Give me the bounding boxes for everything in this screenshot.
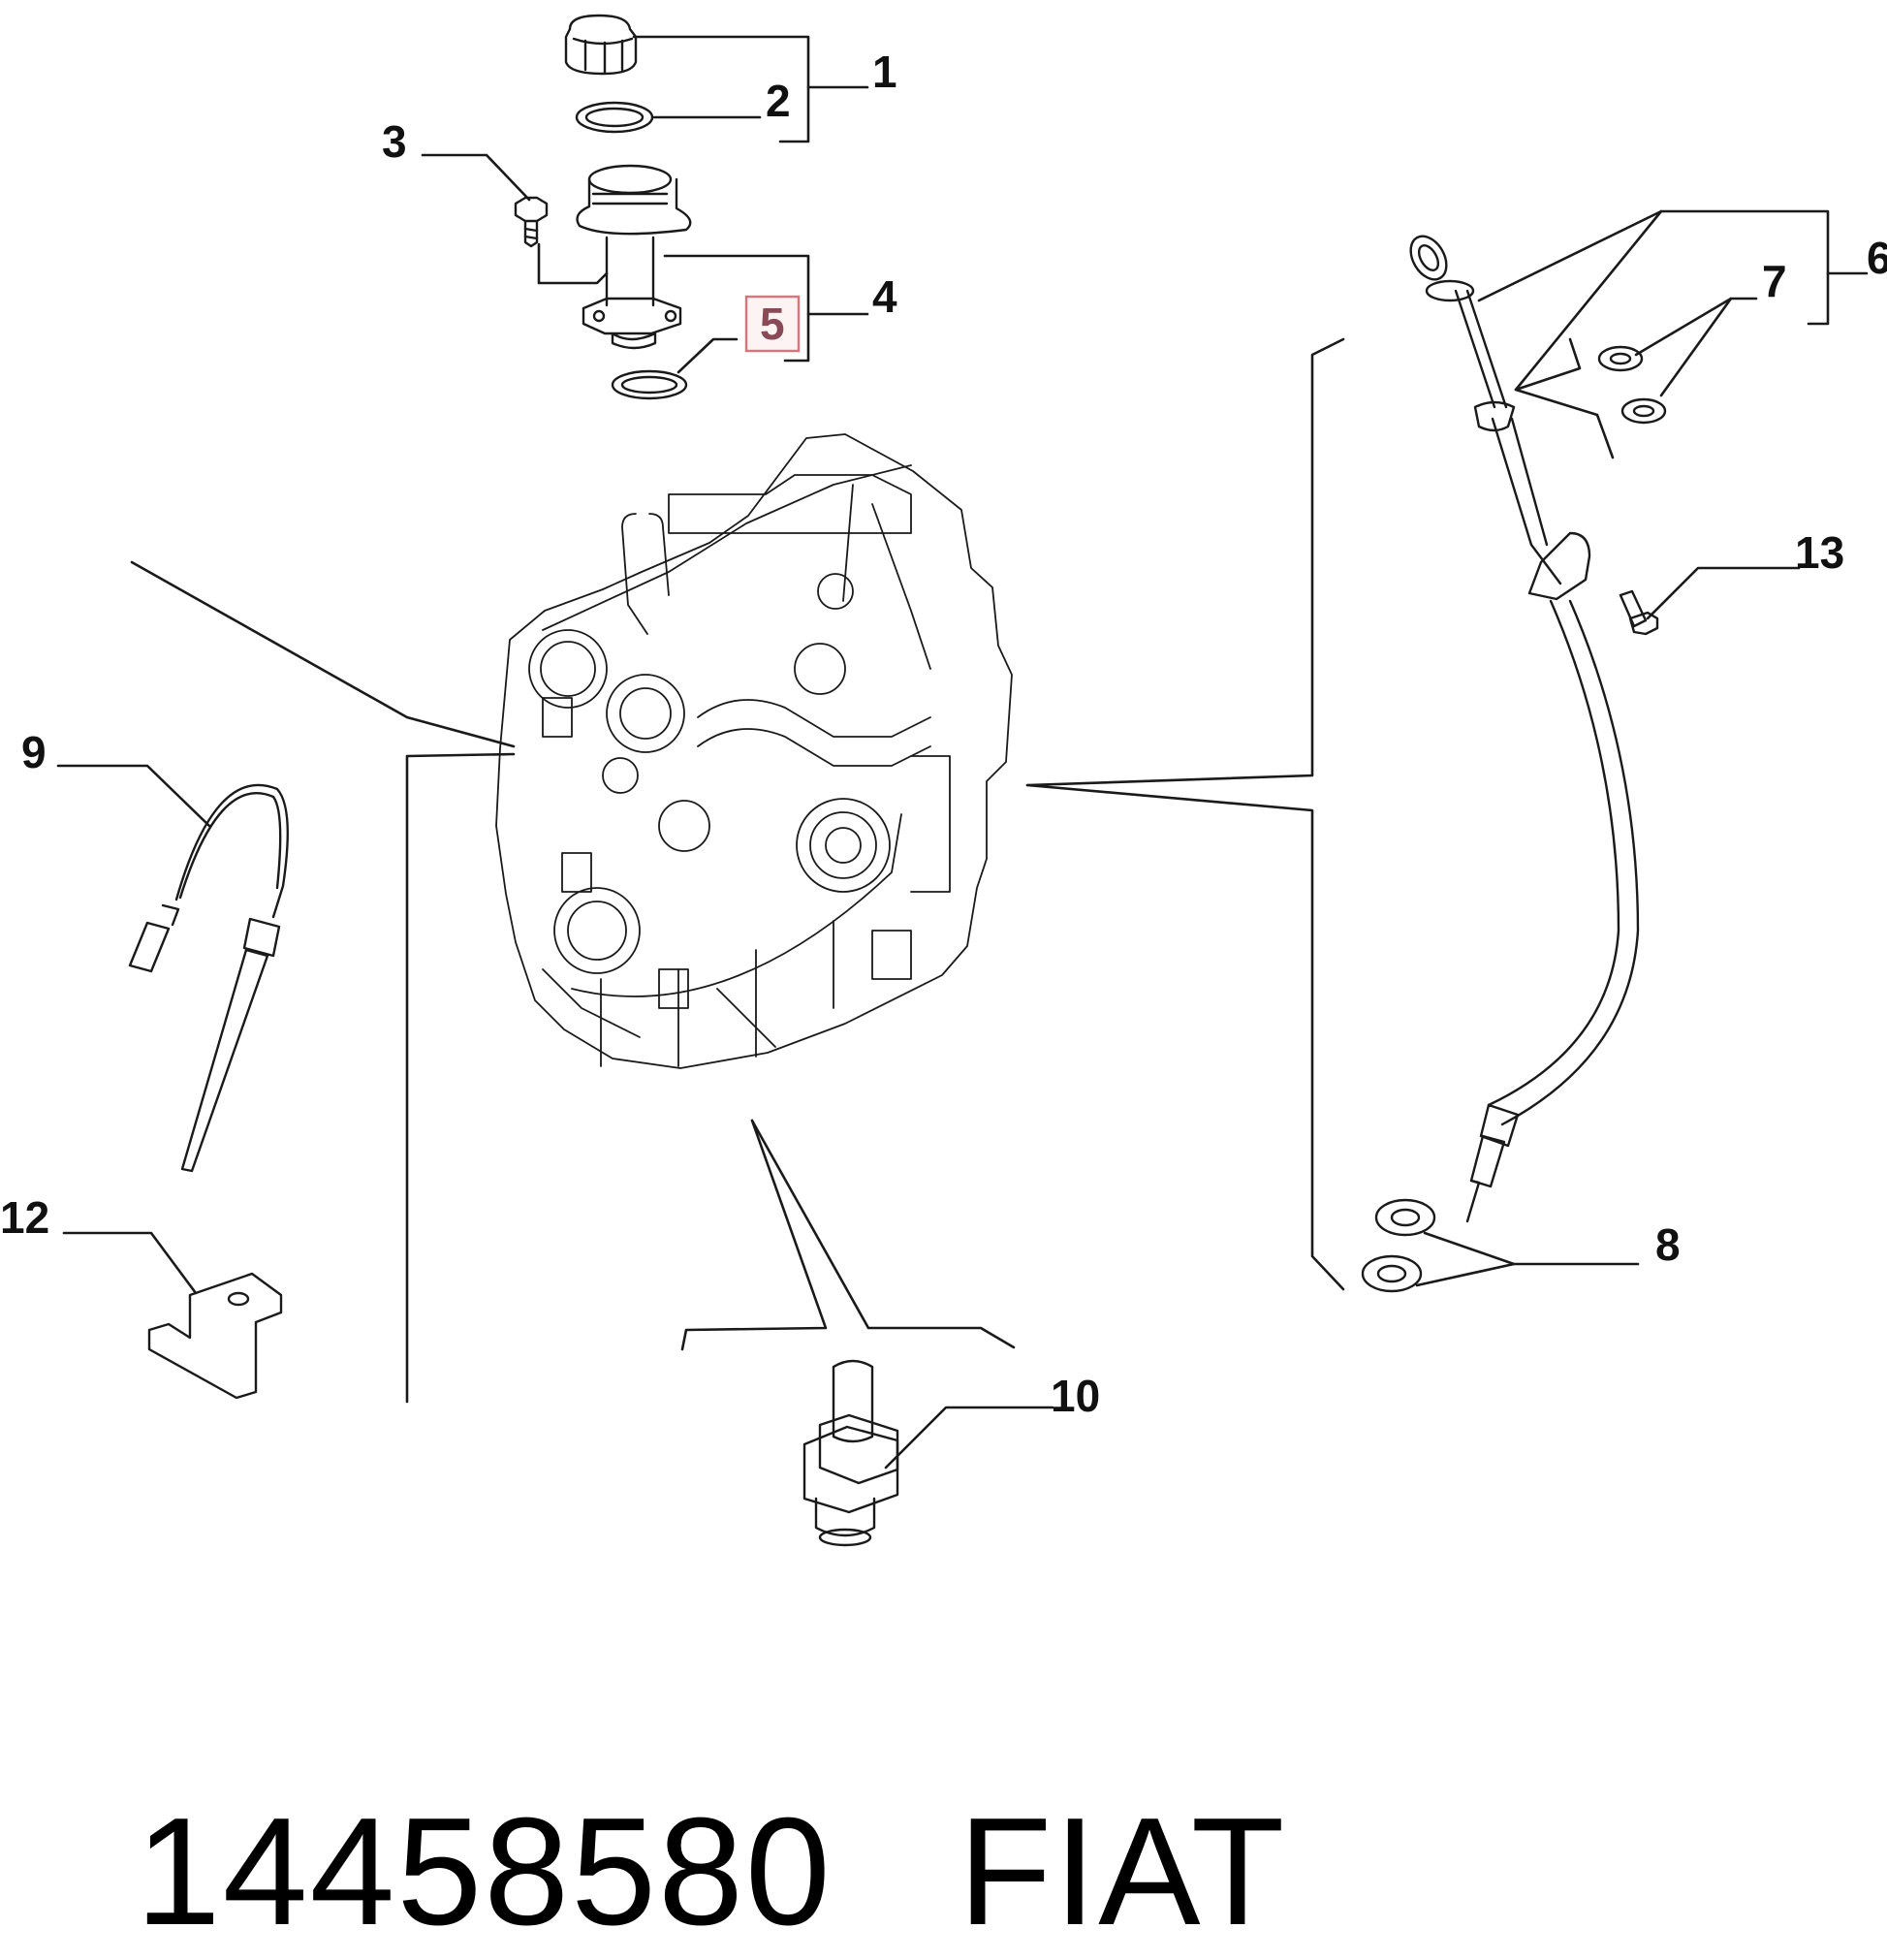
callout-5[interactable]: 5: [760, 299, 785, 349]
bolt-13: [1619, 589, 1659, 636]
temperature-sensor: [128, 783, 289, 1173]
oil-filler-neck: [576, 164, 692, 350]
leader-lines: [56, 35, 1869, 1470]
dipstick-seals: [1597, 345, 1667, 425]
callout-3[interactable]: 3: [382, 116, 407, 167]
part-number: 14458580: [135, 1786, 833, 1957]
parts-diagram: 1 2 3 4 5 6 7 8 9 10 12 13: [0, 14, 1887, 1547]
dipstick-washers: [1361, 1198, 1436, 1293]
footer-caption: 14458580 FIAT: [47, 1609, 1286, 1960]
callout-10[interactable]: 10: [1051, 1371, 1100, 1421]
callout-9[interactable]: 9: [21, 727, 47, 777]
brand-name: FIAT: [958, 1786, 1287, 1957]
callout-2[interactable]: 2: [766, 76, 791, 126]
oil-filler-cap: [564, 14, 638, 76]
neck-gasket: [611, 369, 688, 400]
callout-1[interactable]: 1: [872, 47, 897, 97]
callout-12[interactable]: 12: [0, 1192, 49, 1243]
callout-4[interactable]: 4: [872, 271, 897, 322]
callout-6[interactable]: 6: [1867, 233, 1887, 283]
oil-pressure-switch: [802, 1359, 899, 1547]
dipstick-assembly: [1409, 235, 1640, 1223]
bolt-3: [514, 196, 549, 248]
cap-gasket: [575, 101, 654, 134]
sensor-bracket: [147, 1272, 283, 1400]
callout-13[interactable]: 13: [1795, 527, 1844, 578]
callout-8[interactable]: 8: [1655, 1219, 1681, 1270]
callout-7[interactable]: 7: [1762, 256, 1787, 306]
engine-block: [495, 433, 1013, 1069]
highlight-box: [744, 295, 801, 353]
